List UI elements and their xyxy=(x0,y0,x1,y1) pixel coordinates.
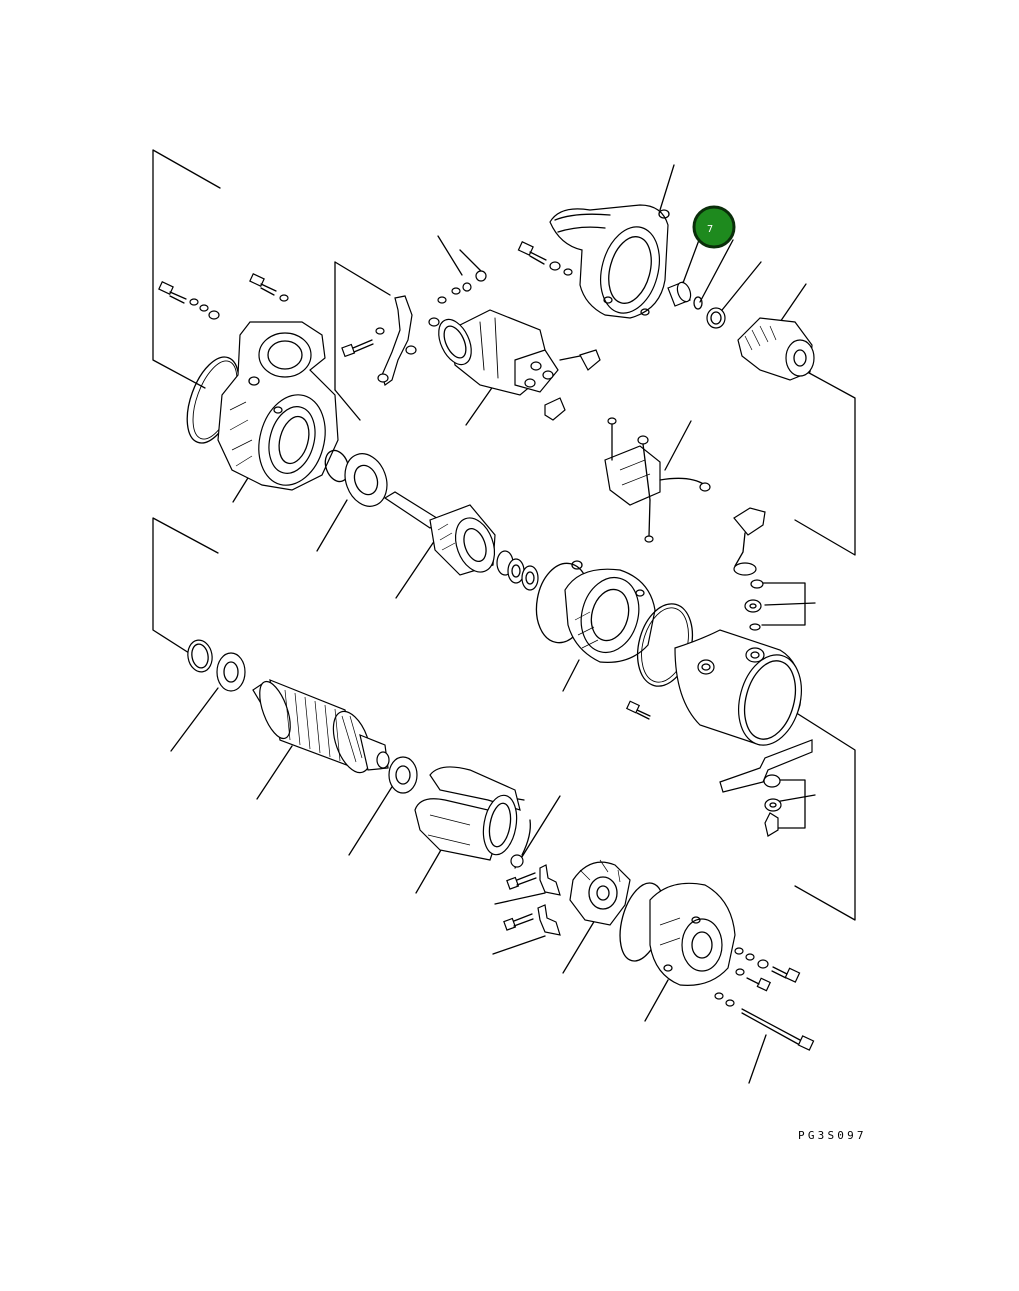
rear-bearing xyxy=(388,756,418,794)
commutator-end-frame xyxy=(569,859,631,926)
bolt-icon xyxy=(625,700,651,720)
bolt-icon xyxy=(771,966,801,983)
bushing xyxy=(667,281,726,329)
center-bracket xyxy=(535,560,656,663)
bolt-icon xyxy=(249,273,277,296)
screw-icon xyxy=(506,872,537,890)
rear-cover xyxy=(619,882,736,986)
bearing-and-gear xyxy=(324,449,496,576)
yoke xyxy=(625,629,802,746)
terminal-plate xyxy=(719,739,813,837)
bolt-icon xyxy=(158,281,187,304)
callout-number: 7 xyxy=(707,224,713,235)
magnetic-switch xyxy=(428,270,601,421)
through-bolt xyxy=(741,1008,815,1051)
bolt-icon xyxy=(517,241,547,265)
terminal-cap xyxy=(733,507,766,631)
rear-fasteners xyxy=(714,947,815,1051)
washers-middle xyxy=(496,550,539,591)
brush-holder xyxy=(414,766,531,868)
front-bracket xyxy=(517,204,670,319)
drive-housing xyxy=(158,273,339,491)
armature xyxy=(187,639,390,774)
screw-icon xyxy=(503,913,534,931)
drawing-code-label: PG3S097 xyxy=(798,1129,867,1142)
shift-lever xyxy=(341,295,417,386)
bolt-icon xyxy=(341,339,374,358)
callout-7-marker[interactable]: 7 xyxy=(692,205,736,249)
brush-springs xyxy=(503,864,561,936)
leader-lines xyxy=(152,149,856,1084)
lead-wire-assembly xyxy=(604,417,711,543)
bolt-icon xyxy=(746,977,772,992)
pinion-clutch xyxy=(737,317,815,381)
